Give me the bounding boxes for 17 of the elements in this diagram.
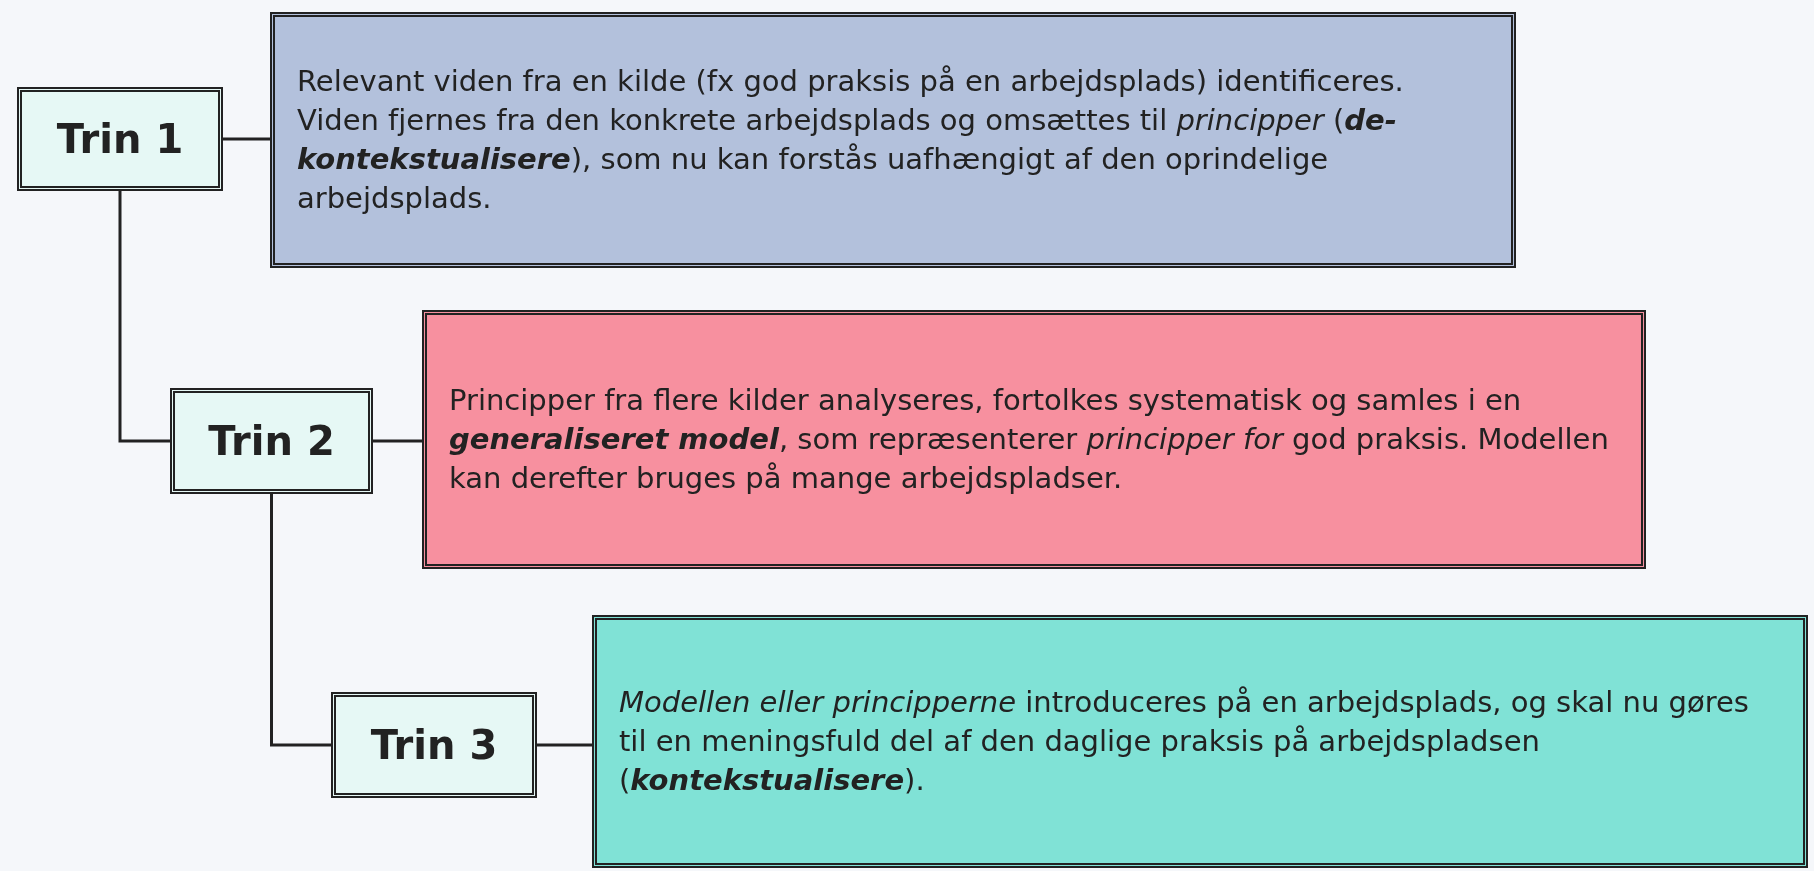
step-label: Trin 3 [370, 722, 498, 768]
description-box [270, 12, 1516, 268]
step-box [331, 692, 537, 798]
connector-line [223, 137, 270, 141]
description-text: Relevant viden fra en kilde (fx god praksis på en arbejdsplads) identificeres. Viden fjernes fra den konkrete arbejdsplads og omsættes til principper (de-kontekstualisere), som nu kan forstås uafhængigt af den oprindelige arbejdsplads. [297, 63, 1405, 217]
step-box [170, 388, 373, 494]
step-box [17, 87, 223, 191]
description-text: Modellen eller principperne introduceres på en arbejdsplads, og skal nu gøres til en meningsfuld del af den daglige praksis på arbejdspladsen (kontekstualisere). [619, 684, 1750, 799]
step-label: Trin 1 [56, 116, 184, 162]
description-box [422, 310, 1646, 569]
connector-line [118, 191, 170, 443]
description-text: Principper fra flere kilder analyseres, fortolkes systematisk og samles i en generaliseret model, som repræsenterer principper for god praksis. Modellen kan derefter bruges på mange arbejdspladser. [449, 382, 1610, 497]
connector-line [270, 494, 331, 747]
description-box [592, 615, 1808, 868]
connector-line [537, 743, 592, 747]
step-label: Trin 2 [208, 418, 335, 464]
connector-line [373, 439, 422, 443]
